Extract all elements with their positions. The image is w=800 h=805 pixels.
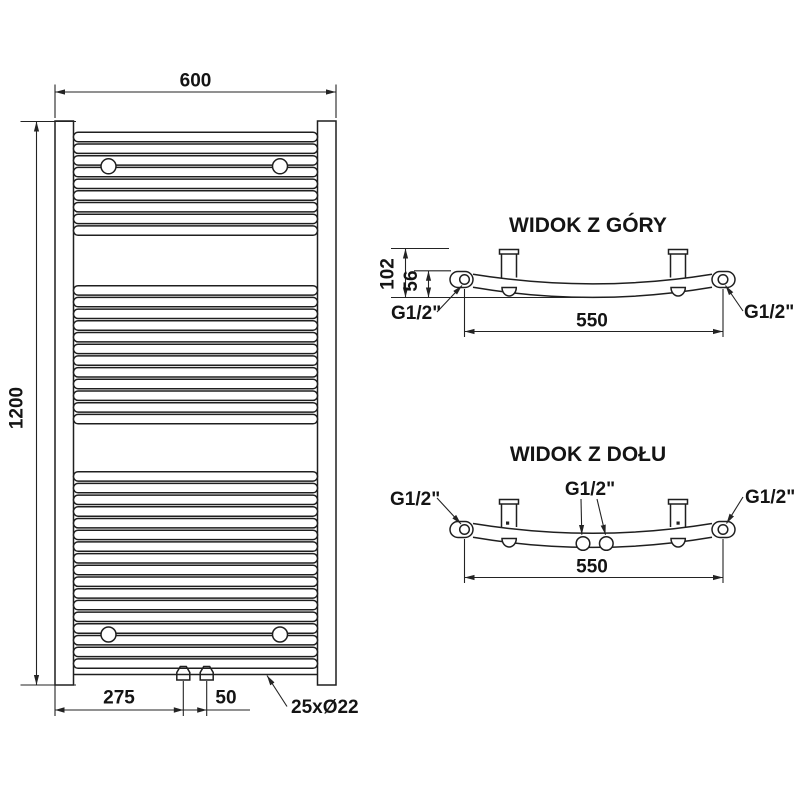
center-port-left <box>575 535 591 552</box>
connection-port-left-bottom <box>458 523 471 536</box>
span-dimension-label-bottom: 550 <box>576 557 608 578</box>
tube-rung <box>72 166 319 178</box>
mount-circle-top-left <box>100 158 117 175</box>
tube-rung <box>72 390 319 402</box>
dimension-depth-102: 102 <box>378 247 593 299</box>
tube-rung <box>72 366 319 378</box>
tube-rung <box>72 413 319 425</box>
rail-depth-label: 56 <box>401 270 422 291</box>
wall-bracket-left <box>498 248 520 297</box>
tube-rung <box>72 541 319 553</box>
tube-rung <box>72 658 319 670</box>
height-dimension-label: 1200 <box>7 387 28 429</box>
tube-rung <box>72 320 319 331</box>
tube-rung <box>72 529 319 541</box>
dimension-width-600: 600 <box>54 71 337 118</box>
tube-front-edge <box>472 273 713 285</box>
collector-end-right-bottom <box>711 520 736 539</box>
tube-rung <box>72 178 319 190</box>
connection-label-right-top: G1/2" <box>725 285 794 323</box>
tube-rung <box>72 623 319 634</box>
g12-label-center: G1/2" <box>565 479 615 500</box>
tube-rung <box>72 154 319 166</box>
mount-circle-bottom-right <box>271 626 289 643</box>
g12-label-top-left: G1/2" <box>391 303 441 324</box>
top-view-title: WIDOK Z GÓRY <box>509 213 667 237</box>
wall-bracket-left-bottom <box>498 498 520 548</box>
tube-rung <box>72 131 319 143</box>
collector-end-right <box>711 270 736 289</box>
tube-rung <box>72 517 319 529</box>
front-view: 600 1200 275 50 25xØ22 <box>7 71 359 719</box>
dimension-depth-56: 56 <box>401 270 451 298</box>
tube-rung <box>72 378 319 390</box>
g12-label-bottom-right: G1/2" <box>745 487 795 508</box>
connection-label-left-bottom: G1/2" <box>390 489 462 525</box>
dimension-height-1200: 1200 <box>7 120 76 686</box>
connection-port-left <box>458 273 471 286</box>
tube-rung <box>72 470 319 482</box>
tube-rung <box>72 552 319 564</box>
tube-rung <box>72 611 319 623</box>
connection-label-left-top: G1/2" <box>391 285 463 324</box>
g12-label-top-right: G1/2" <box>744 302 794 323</box>
tube-rung <box>72 225 319 237</box>
tube-rung <box>72 599 319 611</box>
tube-count-label: 25xØ22 <box>291 697 359 718</box>
connection-label-right-bottom: G1/2" <box>726 487 795 524</box>
tube-rung <box>72 482 319 494</box>
wall-bracket-right-bottom <box>667 498 689 548</box>
bottom-view-title: WIDOK Z DOŁU <box>510 443 666 466</box>
tube-rung <box>72 201 319 213</box>
dimension-span-550-bottom: 550 <box>463 539 724 583</box>
valve-left <box>176 665 191 681</box>
dimension-bottom-connections: 275 50 <box>54 681 250 716</box>
tube-rung <box>72 494 319 506</box>
connection-label-center: G1/2" <box>565 479 615 535</box>
wall-bracket-right <box>667 248 689 297</box>
g12-label-bottom-left: G1/2" <box>390 489 440 510</box>
center-port-right <box>598 535 614 552</box>
tube-rung <box>72 308 319 320</box>
tube-rung <box>72 213 319 225</box>
mount-circle-top-right <box>271 158 289 175</box>
tube-rung <box>72 343 319 355</box>
tube-count-callout: 25xØ22 <box>266 675 359 718</box>
tube-rung <box>72 587 319 599</box>
valve-spacing-dimension-label: 50 <box>215 688 236 709</box>
dimension-span-550-top: 550 <box>463 289 724 337</box>
valve-right <box>199 665 214 681</box>
tube-rung <box>72 190 319 201</box>
tube-rung <box>72 401 319 413</box>
tube-rung <box>72 564 319 576</box>
tube-rung <box>72 284 319 296</box>
top-view: WIDOK Z GÓRY 102 <box>378 213 794 337</box>
tube-rung <box>72 634 319 646</box>
bottom-view: WIDOK Z DOŁU G1/2" <box>390 443 795 583</box>
tube-rung <box>72 355 319 367</box>
tube-rung <box>72 646 319 658</box>
span-dimension-label-top: 550 <box>576 311 608 332</box>
left-offset-dimension-label: 275 <box>103 688 135 709</box>
tube-rung <box>72 331 319 343</box>
left-rail <box>54 120 75 686</box>
tube-rung <box>72 576 319 588</box>
connection-port-right <box>717 273 729 286</box>
tube-rung <box>72 296 319 308</box>
tube-rung <box>72 506 319 517</box>
total-depth-label: 102 <box>378 258 399 290</box>
width-dimension-label: 600 <box>180 71 212 92</box>
tube-rungs <box>72 131 319 670</box>
mount-circle-bottom-left <box>100 626 117 643</box>
tube-front-edge-bottom <box>472 522 713 534</box>
right-rail <box>316 120 337 686</box>
connection-port-right-bottom <box>717 523 729 536</box>
tube-rung <box>72 143 319 155</box>
